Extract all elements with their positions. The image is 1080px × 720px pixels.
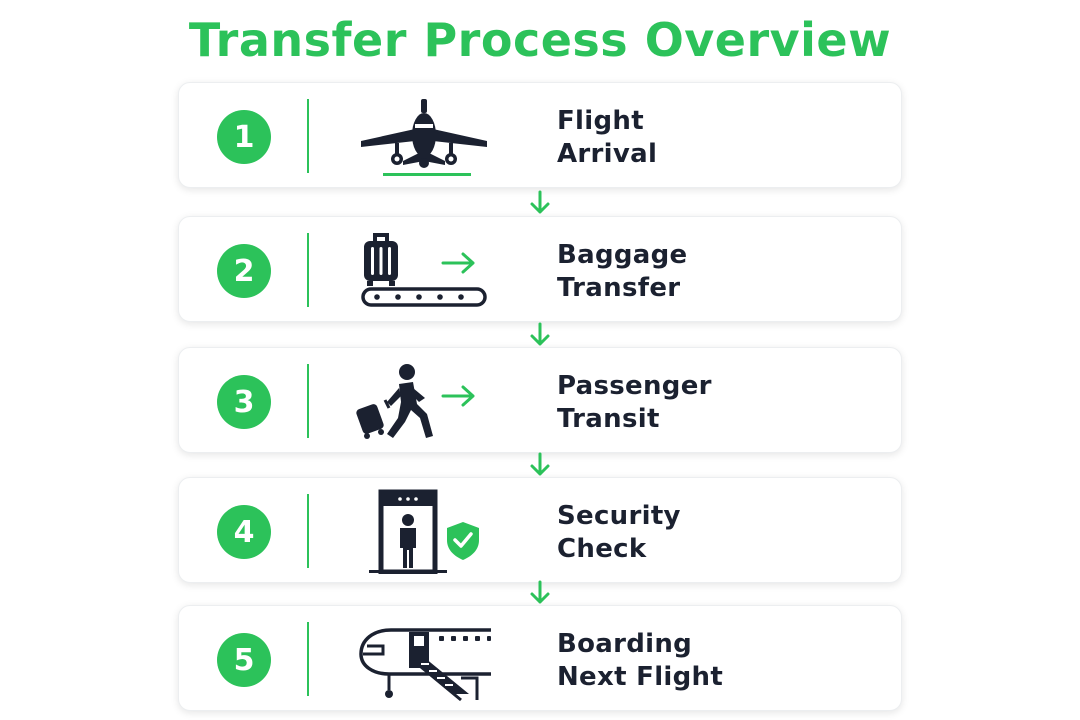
- walking-passenger-icon: [356, 364, 475, 439]
- step-card-4: 4 Security Check: [178, 477, 902, 583]
- step-label: Security Check: [557, 500, 681, 566]
- arrow-down-icon: [530, 190, 550, 214]
- step-number-badge: 1: [217, 110, 271, 164]
- arrow-down-icon: [530, 580, 550, 604]
- step-card-3: 3 Passenger Transit: [178, 347, 902, 453]
- step-label: Baggage Transfer: [557, 239, 687, 305]
- security-scanner-icon: [369, 489, 479, 574]
- step-label-line1: Flight: [557, 106, 644, 136]
- step-label: Flight Arrival: [557, 105, 657, 171]
- airplane-icon: [361, 99, 487, 176]
- baggage-conveyor-icon: [361, 233, 487, 307]
- step-label-line1: Security: [557, 501, 681, 531]
- step-card-5: 5 Boarding Next Flight: [178, 605, 902, 711]
- step-divider: [307, 364, 309, 438]
- arrow-down-icon: [530, 452, 550, 476]
- step-label-line1: Passenger: [557, 371, 712, 401]
- arrow-down-icon: [530, 322, 550, 346]
- step-card-2: 2 Baggage Transfer: [178, 216, 902, 322]
- step-divider: [307, 233, 309, 307]
- step-label-line2: Arrival: [557, 139, 658, 169]
- step-number-badge: 2: [217, 244, 271, 298]
- step-card-1: 1 Flight Arrival: [178, 82, 902, 188]
- step-label-line2: Check: [557, 534, 647, 564]
- step-label-line2: Transit: [557, 404, 660, 434]
- step-label: Passenger Transit: [557, 370, 712, 436]
- step-number-badge: 3: [217, 375, 271, 429]
- boarding-stairs-icon: [359, 628, 491, 702]
- step-label-line1: Boarding: [557, 629, 693, 659]
- step-divider: [307, 99, 309, 173]
- step-divider: [307, 622, 309, 696]
- step-label-line2: Transfer: [557, 273, 681, 303]
- step-label-line2: Next Flight: [557, 662, 724, 692]
- step-label: Boarding Next Flight: [557, 628, 723, 694]
- step-divider: [307, 494, 309, 568]
- step-number-badge: 5: [217, 633, 271, 687]
- page-title: Transfer Process Overview: [188, 13, 892, 67]
- step-label-line1: Baggage: [557, 240, 688, 270]
- step-number-badge: 4: [217, 505, 271, 559]
